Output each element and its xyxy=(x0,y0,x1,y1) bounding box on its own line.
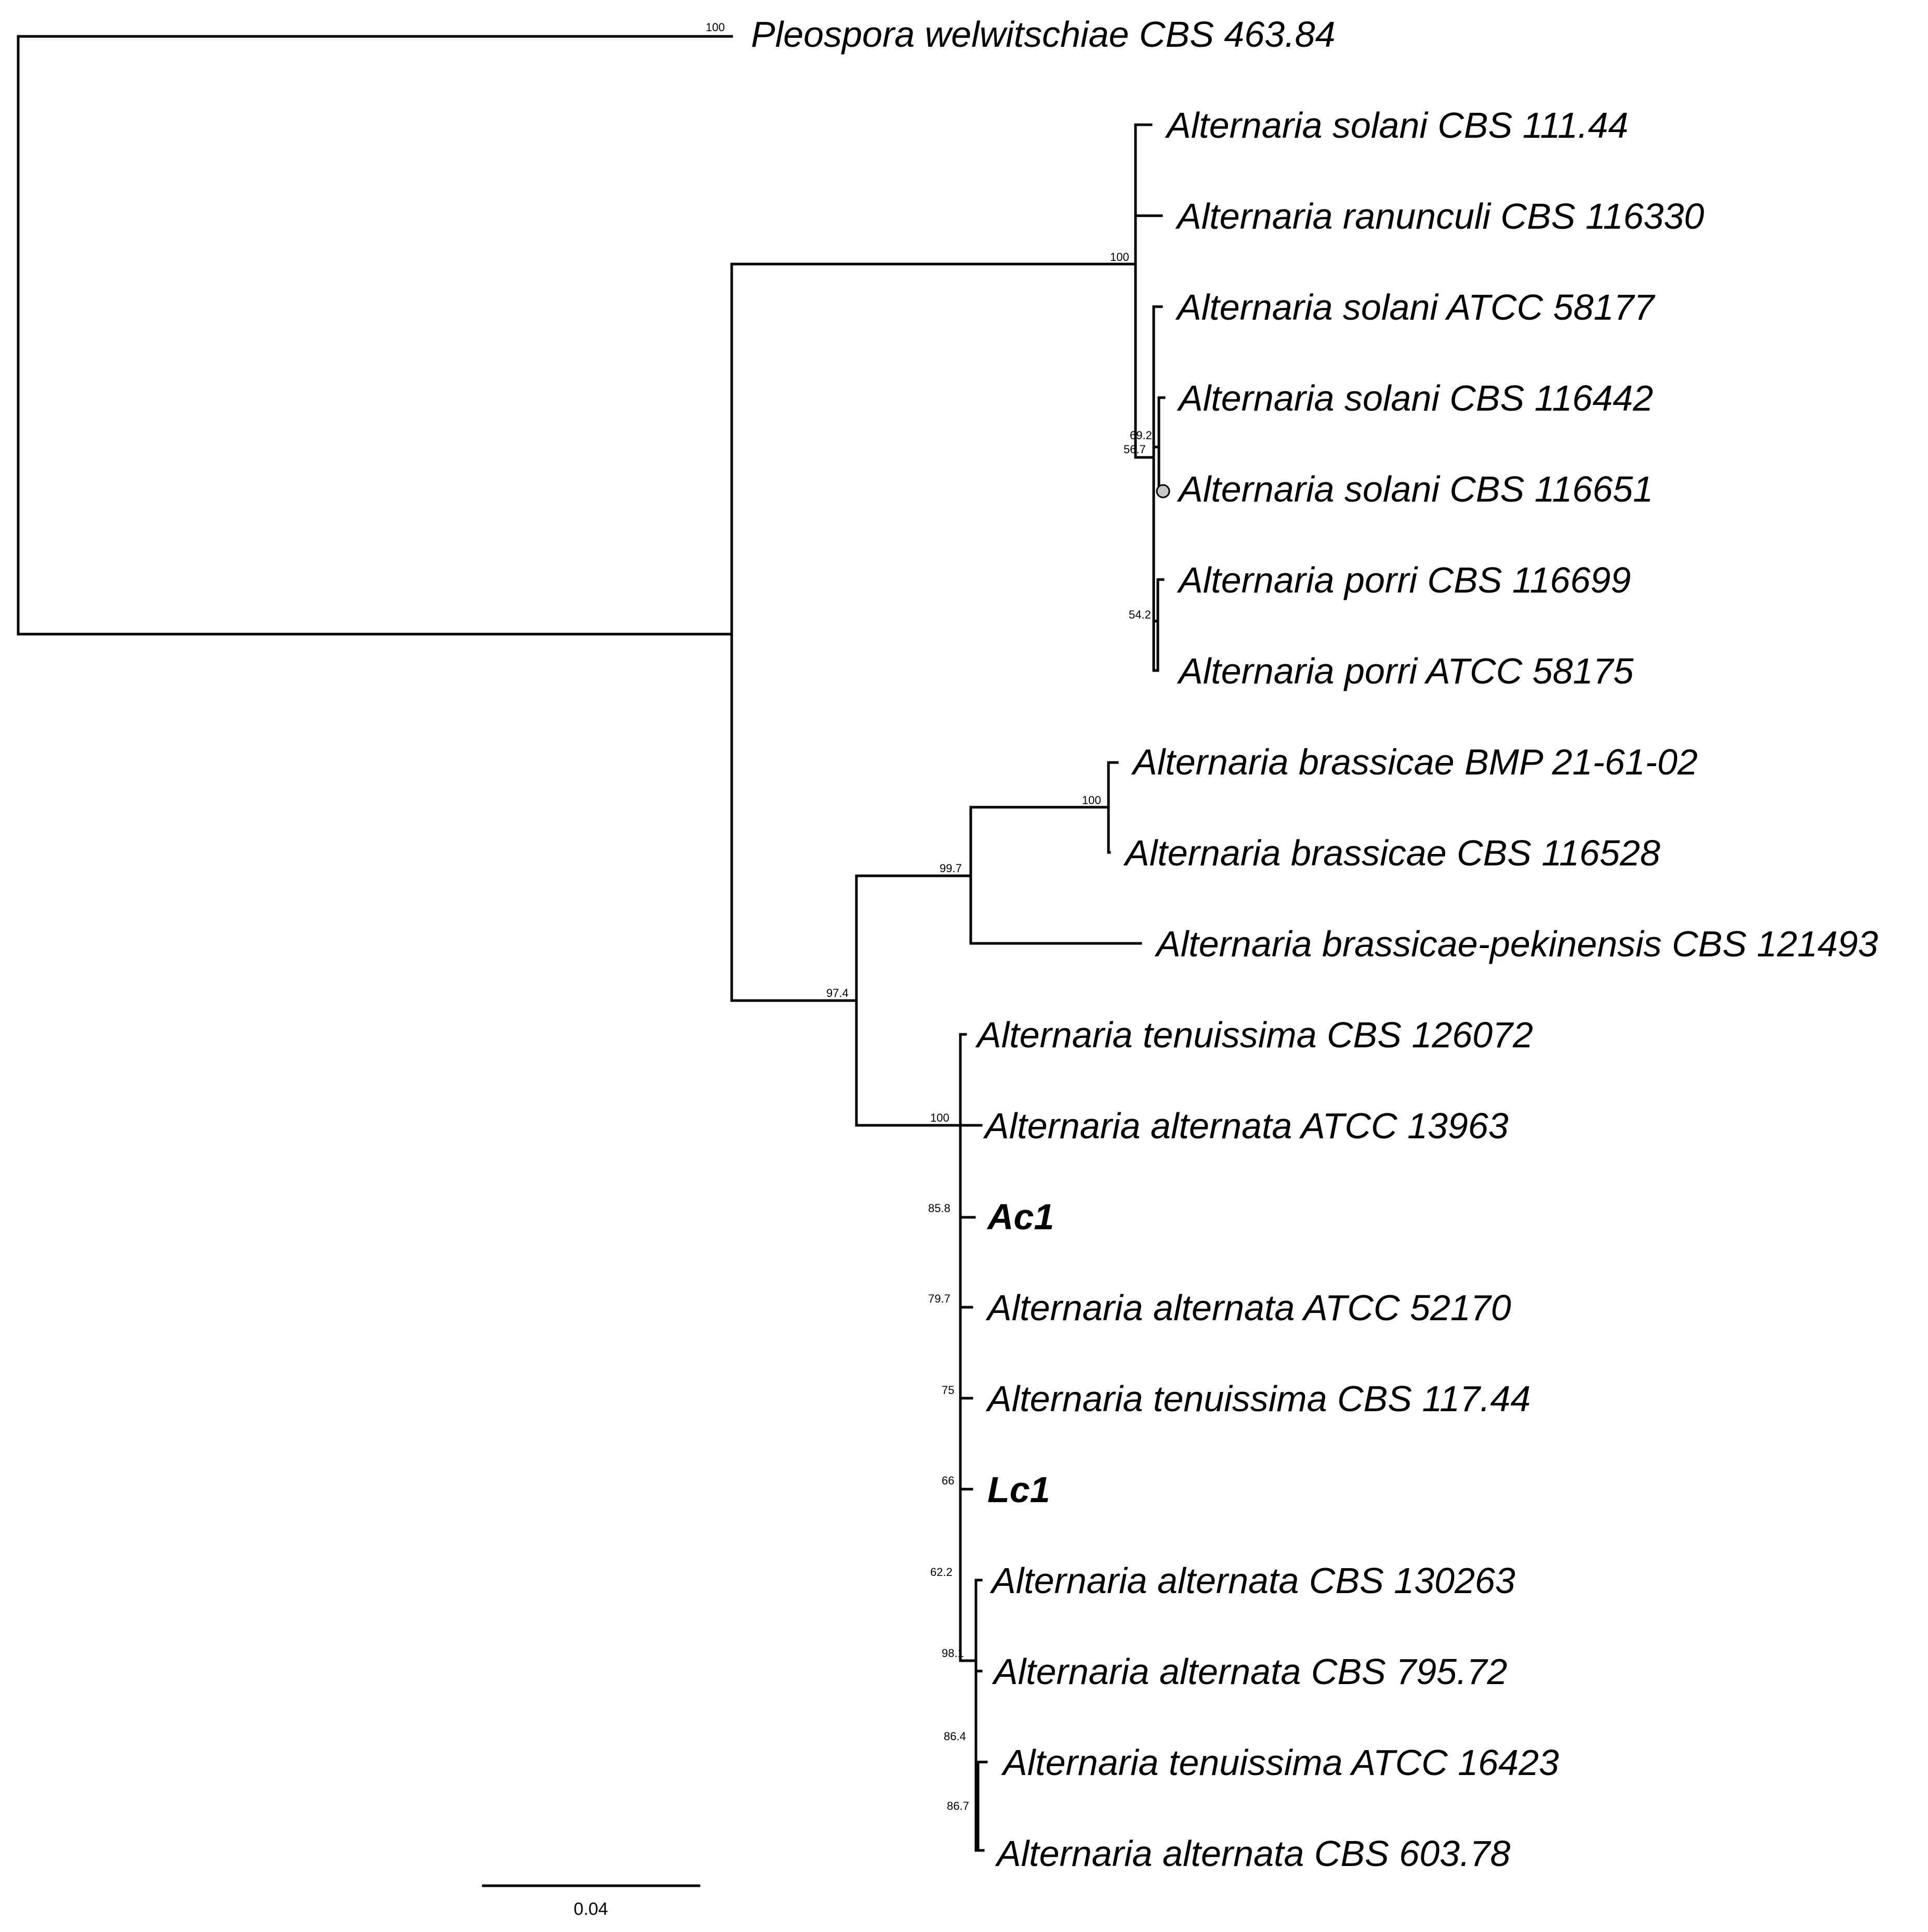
taxon-label: Alternaria ranunculi CBS 116330 xyxy=(1175,196,1704,236)
support-value: 54.2 xyxy=(1129,608,1151,621)
taxon-label: Alternaria porri ATCC 58175 xyxy=(1177,651,1634,691)
taxon-label: Alternaria solani CBS 116442 xyxy=(1177,378,1653,418)
taxon-label: Alternaria brassicae-pekinensis CBS 1214… xyxy=(1154,924,1878,964)
support-value: 62.2 xyxy=(930,1566,953,1579)
taxon-label: Alternaria alternata CBS 603.78 xyxy=(995,1833,1510,1874)
support-value: 100 xyxy=(930,1111,949,1124)
support-value: 86.4 xyxy=(944,1730,966,1743)
taxon-label: Alternaria brassicae BMP 21-61-02 xyxy=(1131,742,1698,782)
support-value: 100 xyxy=(1110,251,1129,264)
taxon-label: Ac1 xyxy=(986,1197,1054,1237)
support-value: 79.7 xyxy=(928,1292,950,1305)
support-value: 85.8 xyxy=(928,1202,950,1215)
node-marker-circle xyxy=(1156,484,1170,498)
taxon-label: Alternaria alternata ATCC 13963 xyxy=(983,1106,1509,1146)
support-value: 100 xyxy=(1082,794,1101,807)
support-value: 97.4 xyxy=(826,987,849,1000)
support-value: 75 xyxy=(942,1384,954,1397)
taxon-label: Alternaria solani CBS 111.44 xyxy=(1165,105,1628,146)
support-value: 99.7 xyxy=(940,862,962,875)
taxon-label: Alternaria alternata CBS 795.72 xyxy=(992,1651,1507,1692)
taxon-label: Alternaria tenuissima ATCC 16423 xyxy=(1001,1742,1559,1783)
taxon-label: Alternaria solani ATCC 58177 xyxy=(1175,287,1656,327)
taxon-label: Alternaria alternata CBS 130263 xyxy=(989,1560,1515,1601)
support-value: 56.7 xyxy=(1124,443,1146,456)
scale-bar-label: 0.04 xyxy=(574,1899,608,1919)
support-values: 100 100 69.2 56.7 54.2 100 99.7 97.4 100… xyxy=(706,21,1152,1812)
taxon-label: Alternaria tenuissima CBS 117.44 xyxy=(985,1378,1530,1419)
support-value: 98.1 xyxy=(942,1647,964,1660)
taxon-label: Alternaria alternata ATCC 52170 xyxy=(985,1287,1511,1328)
taxon-label: Alternaria brassicae CBS 116528 xyxy=(1123,833,1660,873)
support-value: 100 xyxy=(706,21,725,34)
support-value: 69.2 xyxy=(1130,429,1152,442)
taxon-label: Alternaria tenuissima CBS 126072 xyxy=(975,1015,1533,1055)
support-value: 86.7 xyxy=(947,1799,969,1812)
support-value: 66 xyxy=(942,1474,954,1487)
taxon-label: Pleospora welwitschiae CBS 463.84 xyxy=(751,14,1336,55)
tree-branches xyxy=(17,35,1166,1852)
scale-bar: 0.04 xyxy=(482,1884,701,1919)
taxon-label: Lc1 xyxy=(987,1469,1050,1510)
taxon-label: Alternaria porri CBS 116699 xyxy=(1177,560,1631,600)
taxon-label: Alternaria solani CBS 116651 xyxy=(1177,469,1653,509)
taxon-labels: Pleospora welwitschiae CBS 463.84 Altern… xyxy=(751,14,1878,1874)
